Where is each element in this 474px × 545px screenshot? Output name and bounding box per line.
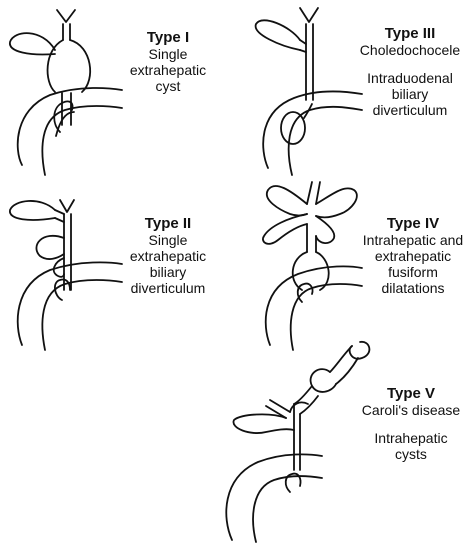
type-3-line: diverticulum [372, 102, 448, 118]
type-2-title: Type II [144, 215, 192, 232]
type-1-line: cyst [155, 78, 181, 94]
type-3-caption: Type III Choledochocele Intraduodenal bi… [354, 25, 466, 119]
type-5-title: Type V [386, 385, 436, 402]
type-3-line: biliary [391, 86, 429, 102]
type-3-drawing [255, 7, 363, 176]
type-4-drawing [262, 181, 363, 351]
type-2-caption: Type II Single extrahepatic biliary dive… [118, 215, 218, 297]
type-4-line: dilatations [381, 280, 445, 296]
type-2-line: diverticulum [130, 280, 206, 296]
type-4-caption: Type IV Intrahepatic and extrahepatic fu… [356, 215, 470, 297]
type-5-caption: Type V Caroli's disease Intrahepatic cys… [354, 385, 468, 463]
type-4-line: extrahepatic [374, 248, 452, 264]
type-2-drawing [9, 199, 123, 351]
type-5-line: cysts [395, 446, 427, 462]
type-2-line: biliary [149, 264, 187, 280]
type-1-line: extrahepatic [129, 62, 207, 78]
type-1-caption: Type I Single extrahepatic cyst [118, 29, 218, 95]
type-2-line: Single [148, 232, 188, 248]
type-5-drawing [225, 341, 371, 543]
type-1-drawing [9, 9, 123, 176]
type-4-line: fusiform [388, 264, 438, 280]
type-4-line: Intrahepatic and [362, 232, 464, 248]
type-1-line: Single [148, 46, 188, 62]
type-4-title: Type IV [386, 215, 440, 232]
type-2-line: extrahepatic [129, 248, 207, 264]
type-1-title: Type I [146, 29, 190, 46]
type-5-line: Caroli's disease [361, 402, 461, 418]
type-3-line: Choledochocele [359, 42, 461, 58]
type-3-line: Intraduodenal [367, 70, 453, 86]
type-3-title: Type III [384, 25, 436, 42]
type-5-line: Intrahepatic [374, 430, 448, 446]
